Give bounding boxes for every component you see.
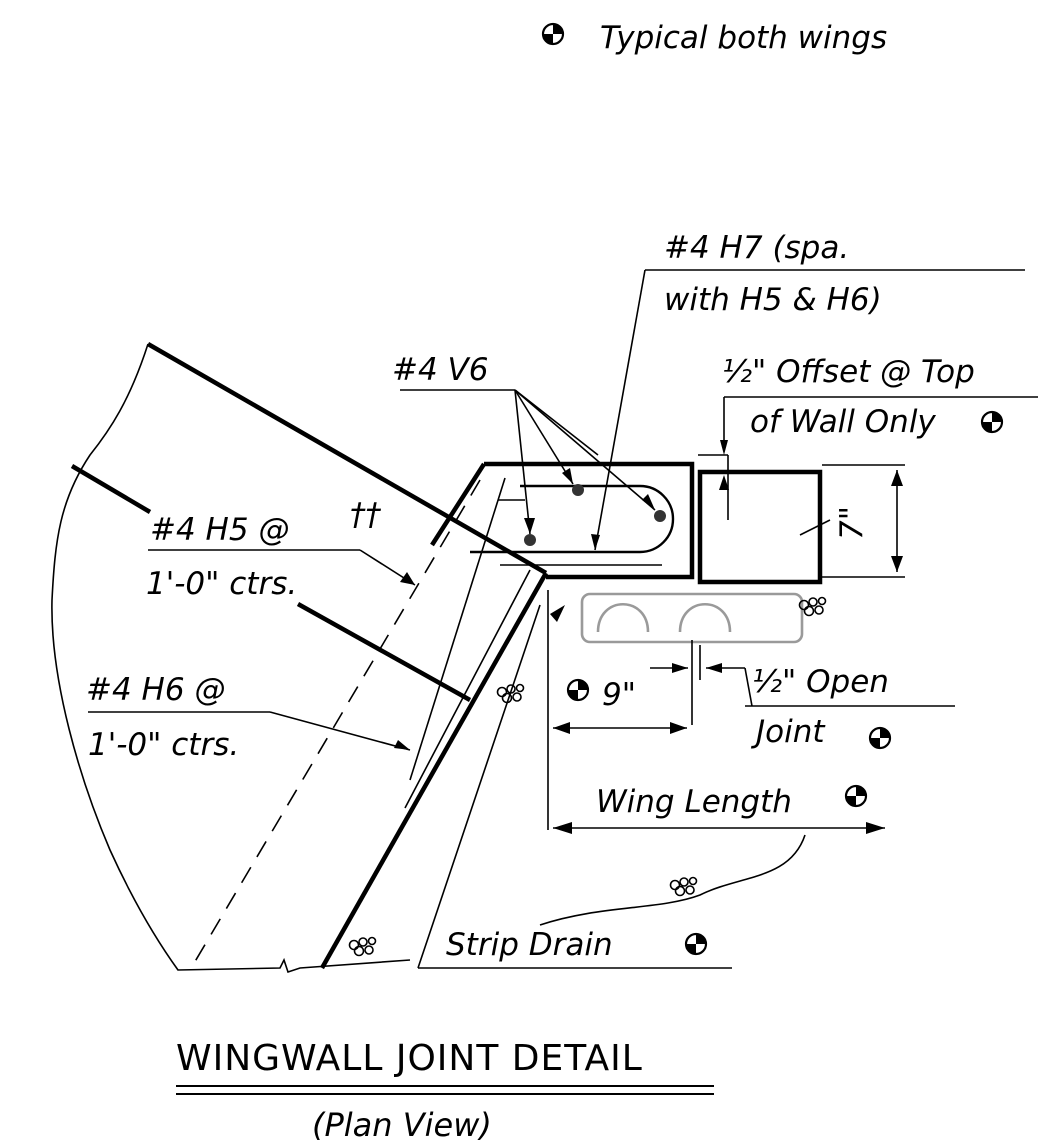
strip-drain-label: Strip Drain [446,927,613,963]
wing-length-leader [539,834,806,926]
open-joint-label-line2: Joint [750,714,826,750]
h5-mark: †† [350,497,382,533]
quadrant-circle-icon [684,932,708,956]
gravel-icon-3 [669,876,698,897]
wing-block-slant [430,462,486,547]
arrowheads [394,440,903,834]
h6-leader [269,711,411,751]
v6-leader-1 [514,389,531,535]
joint-filler-corrugation [596,602,732,633]
quadrant-circle-icon [868,726,892,750]
typical-note: Typical both wings [541,20,887,56]
gravel-icon-2 [798,596,827,617]
inner-bar-line [409,477,506,781]
typical-note-text: Typical both wings [600,20,887,56]
wall-front-face [320,571,548,970]
h7-label-line1: #4 H7 (spa. [664,230,849,266]
wing-block-right [697,469,823,585]
wing-block-left [484,461,695,580]
quadrant-circle-icon [844,784,868,808]
v6-leader-2 [514,389,574,485]
detail-title: WINGWALL JOINT DETAIL [176,1038,643,1079]
h6-label-line2: 1'-0" ctrs. [88,727,239,763]
offset-label-line1: ½" Offset @ Top [722,354,975,390]
dim-7-leader [799,519,831,536]
inner-bar-line-2 [404,569,531,809]
quadrant-circle-icon [541,22,565,46]
dim-7-label: 7" [834,506,870,540]
wing-length-label: Wing Length [596,784,792,820]
rebar-hairpin [470,484,675,554]
h7-leader [594,269,646,551]
wall-top-face [146,342,548,575]
quadrant-circle-icon [980,410,1004,434]
joint-filler [580,592,804,644]
offset-label-line2: of Wall Only [750,404,936,440]
open-joint-label-line1: ½" Open [752,664,889,700]
open-joint-leader [744,667,753,707]
h5-label-line2: 1'-0" ctrs. [146,566,297,602]
h7-label-line2: with H5 & H6) [664,282,882,318]
v6-leader-4 [514,389,599,456]
wall-section-line [296,602,472,702]
detail-subtitle: (Plan View) [312,1106,492,1143]
rebar-v6-dot-1 [572,484,584,496]
rebar-v6-dot-2 [654,510,666,522]
dim-9-label: 9" [602,677,636,713]
v6-label: #4 V6 [392,352,488,388]
strip-drain-leader [417,604,541,969]
dashed-line [189,479,481,971]
soil-outline [51,343,411,974]
h5-label-line1: #4 H5 @ [150,512,289,548]
gravel-icon-4 [348,936,377,957]
h6-label-line1: #4 H6 @ [86,672,225,708]
v6-leader-3 [514,389,656,511]
wall-face-stub [70,464,152,514]
quadrant-circle-icon [566,678,590,702]
gravel-icon [496,683,525,704]
rebar-v6-dot-3 [524,534,536,546]
